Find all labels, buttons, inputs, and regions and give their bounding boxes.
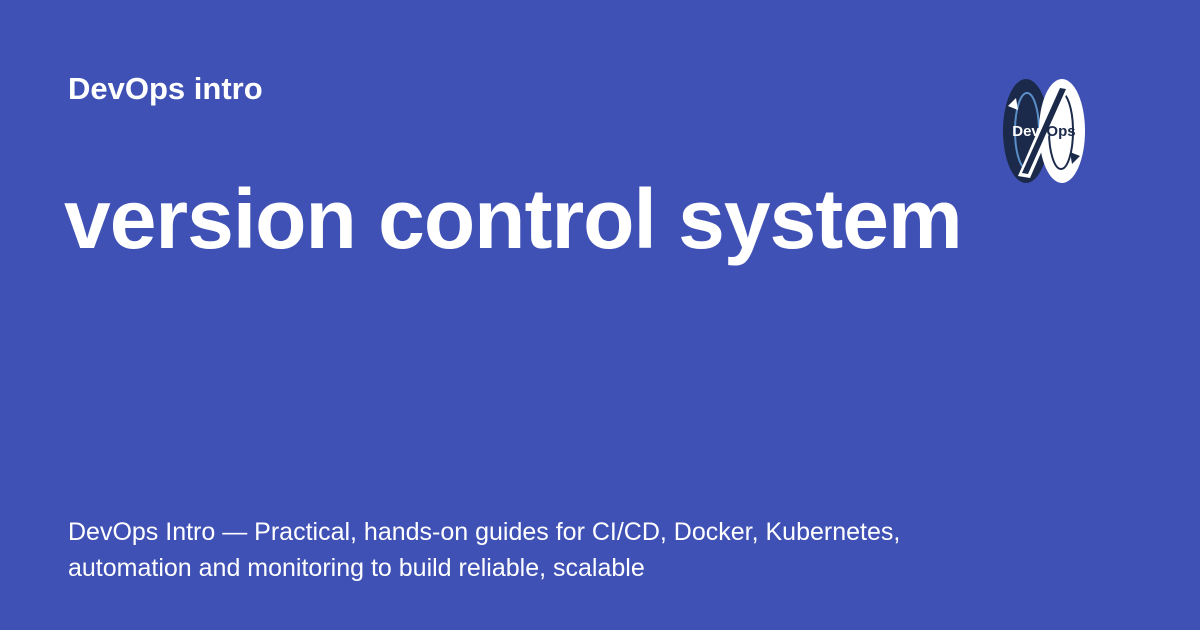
page-description: DevOps Intro — Practical, hands-on guide… bbox=[68, 518, 901, 582]
logo-dev-label: Dev bbox=[1012, 123, 1040, 140]
site-name: DevOps intro bbox=[68, 71, 263, 106]
logo-ops-label: Ops bbox=[1046, 123, 1075, 140]
devops-logo: Dev Ops bbox=[1000, 76, 1088, 186]
devops-infinity-logo-icon: Dev Ops bbox=[1003, 79, 1085, 183]
page-title: version control system bbox=[64, 172, 963, 266]
